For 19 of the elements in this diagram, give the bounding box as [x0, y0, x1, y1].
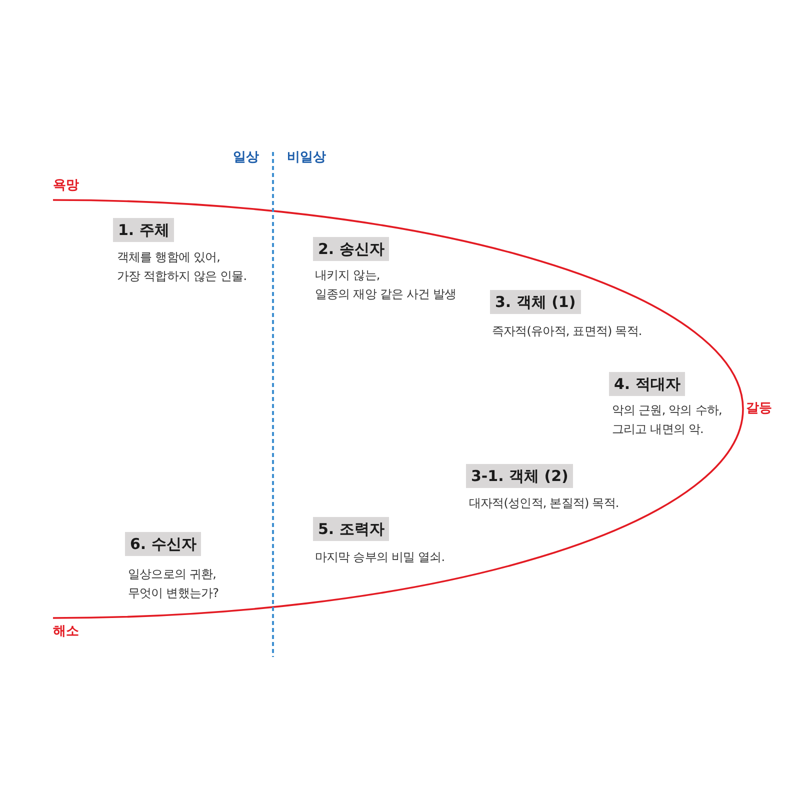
curve-end-label: 해소 — [53, 624, 79, 640]
zone-label: 일상 — [233, 150, 259, 166]
role-heading: 5. 조력자 — [313, 517, 390, 541]
description-text: 즉자적(유아적, 표면적) 목적. — [492, 323, 642, 340]
role-heading: 3. 객체 (1) — [490, 290, 581, 314]
role-heading: 6. 수신자 — [125, 532, 202, 556]
curve-apex-label: 갈등 — [746, 401, 772, 417]
role-heading: 4. 적대자 — [609, 372, 686, 396]
role-heading: 2. 송신자 — [313, 237, 390, 261]
zone-label: 비일상 — [287, 150, 326, 166]
role-heading: 3-1. 객체 (2) — [466, 464, 574, 488]
role-heading: 1. 주체 — [113, 218, 174, 242]
curve-end-label: 욕망 — [53, 178, 79, 194]
description-text: 악의 근원, 악의 수하, 그리고 내면의 악. — [612, 402, 722, 438]
description-text: 대자적(성인적, 본질적) 목적. — [469, 495, 619, 512]
description-text: 마지막 승부의 비밀 열쇠. — [315, 549, 445, 566]
description-text: 일상으로의 귀환, 무엇이 변했는가? — [128, 566, 219, 602]
description-text: 내키지 않는, 일종의 재앙 같은 사건 발생 — [315, 267, 456, 303]
description-text: 객체를 행함에 있어, 가장 적합하지 않은 인물. — [117, 249, 247, 285]
